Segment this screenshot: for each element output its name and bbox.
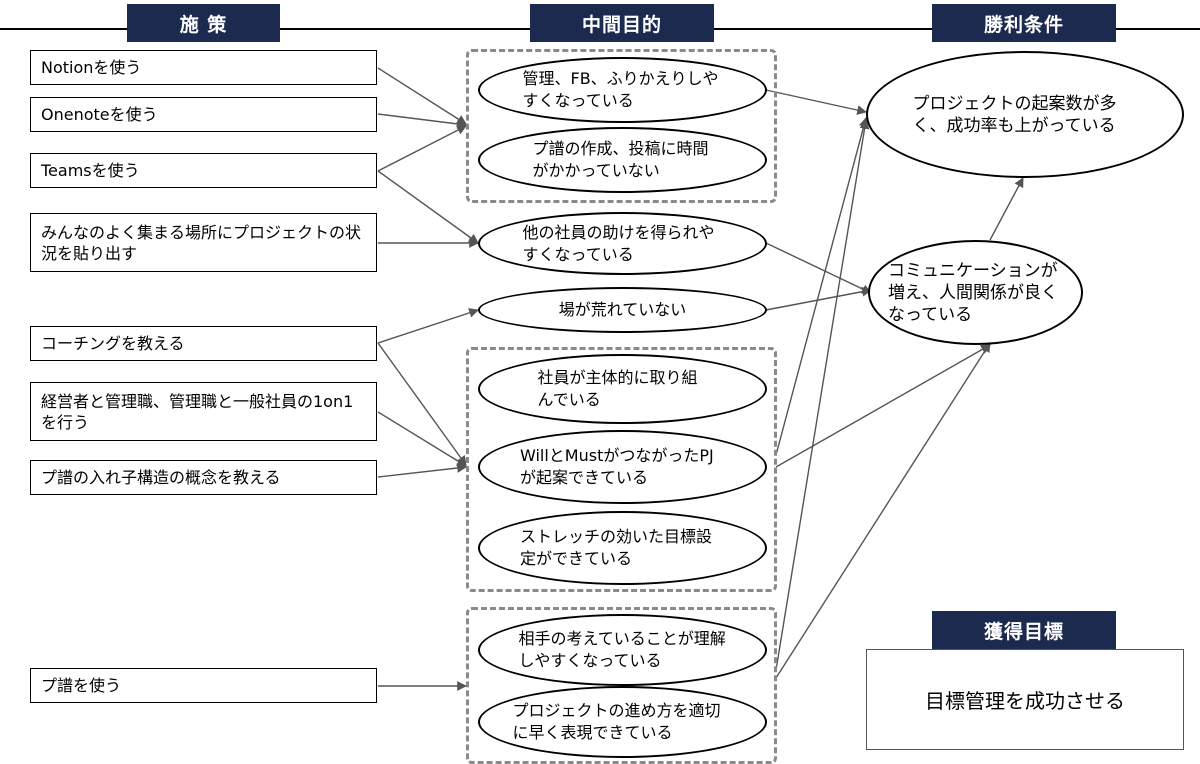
measure-teams: Teamsを使う bbox=[30, 153, 377, 188]
arrow-management-projects bbox=[765, 89, 867, 115]
arrow-help-communication bbox=[765, 242, 872, 294]
arrow-notion bbox=[377, 67, 467, 125]
arrow-1on1-group bbox=[377, 411, 467, 467]
group-planning bbox=[466, 347, 777, 592]
measure-nesting: プ譜の入れ子構造の概念を教える bbox=[30, 460, 377, 495]
oval-stretch: ストレッチの効いた目標設定ができている bbox=[478, 511, 767, 585]
measure-onenote: Onenoteを使う bbox=[30, 97, 377, 132]
oval-creation-time: プ譜の作成、投稿に時間がかかっていない bbox=[478, 127, 767, 193]
measure-1on1: 経営者と管理職、管理職と一般社員の1on1を行う bbox=[30, 382, 377, 441]
oval-help: 他の社員の助けを得られやすくなっている bbox=[478, 212, 767, 275]
header-measures: 施 策 bbox=[127, 4, 280, 42]
arrow-understand-projects bbox=[775, 119, 870, 671]
header-goal: 獲得目標 bbox=[932, 611, 1116, 649]
oval-management: 管理、FB、ふりかえりしやすくなっている bbox=[478, 57, 767, 123]
arrow-onenote bbox=[377, 113, 467, 129]
header-victory: 勝利条件 bbox=[932, 4, 1116, 42]
arrow-willmust-communication bbox=[775, 344, 991, 468]
oval-express: プロジェクトの進め方を適切に早く表現できている bbox=[478, 686, 767, 758]
measure-board: みんなのよく集まる場所にプロジェクトの状況を貼り出す bbox=[30, 213, 377, 272]
measure-pufu: プ譜を使う bbox=[30, 668, 377, 703]
group-tools bbox=[466, 49, 777, 203]
arrow-nest-group bbox=[377, 463, 467, 478]
oval-calm: 場が荒れていない bbox=[478, 287, 767, 333]
oval-understand: 相手の考えていることが理解しやすくなっている bbox=[478, 614, 767, 686]
goal-box: 目標管理を成功させる bbox=[866, 649, 1184, 750]
measure-notion: Notionを使う bbox=[30, 50, 377, 85]
arrow-willmust-projects bbox=[775, 117, 869, 456]
oval-projects: プロジェクトの起案数が多く、成功率も上がっている bbox=[866, 51, 1184, 178]
arrow-communication-projects bbox=[989, 177, 1024, 241]
measure-coaching: コーチングを教える bbox=[30, 326, 377, 361]
oval-proactive: 社員が主体的に取り組んでいる bbox=[478, 354, 767, 424]
oval-communication: コミュニケーションが増え、人間関係が良くなっている bbox=[868, 240, 1083, 345]
arrow-calm-communication bbox=[765, 286, 872, 311]
arrow-teams-upper bbox=[377, 125, 467, 172]
arrow-coaching-group bbox=[377, 342, 467, 466]
arrow-understand-communication bbox=[775, 342, 991, 679]
group-pufu bbox=[466, 607, 777, 764]
oval-will-must: WillとMustがつながったPJが起案できている bbox=[478, 430, 767, 504]
arrow-coaching-calm bbox=[377, 308, 479, 344]
arrow-teams-help bbox=[377, 170, 479, 244]
header-intermediate: 中間目的 bbox=[530, 4, 714, 42]
